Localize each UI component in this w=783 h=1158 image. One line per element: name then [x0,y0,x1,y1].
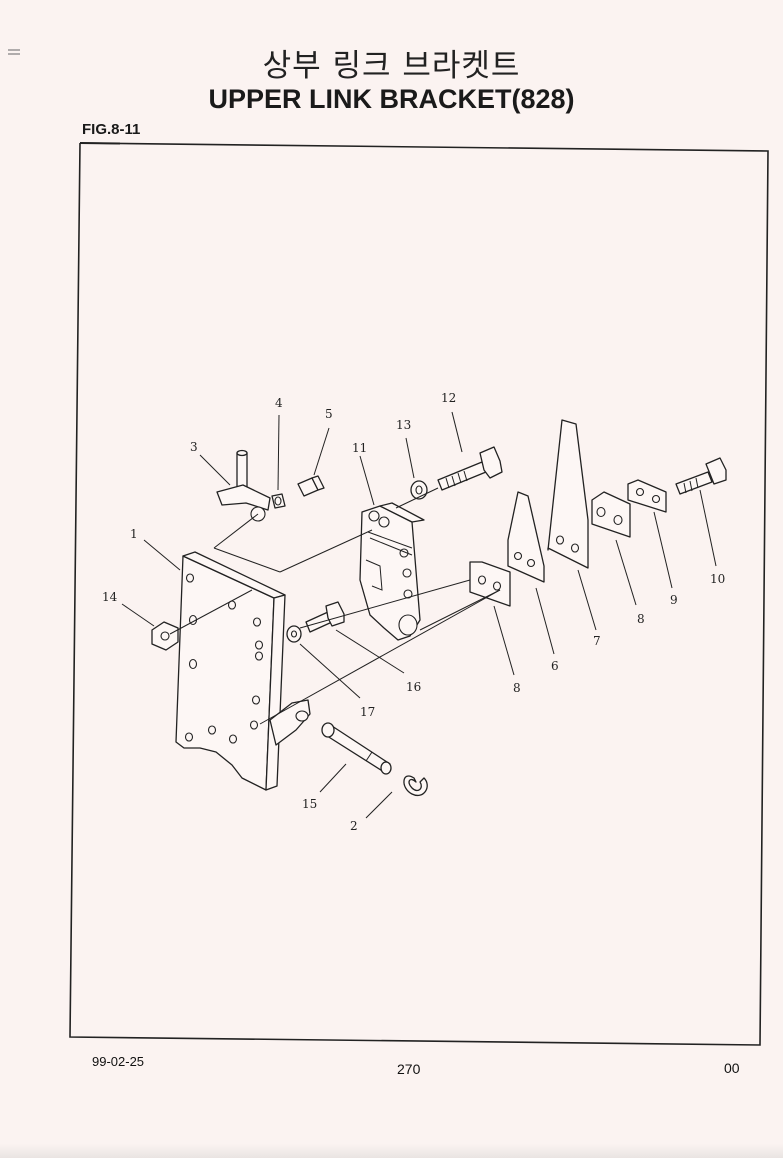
footer-revision: 00 [724,1060,740,1076]
callout-12: 12 [441,391,456,405]
part-3-lever [216,449,271,522]
part-5-small-bolt [297,475,325,497]
part-12-bolt [437,446,503,491]
part-11-link [359,502,425,641]
callout-15: 15 [302,797,317,811]
callout-8b: 8 [637,612,645,626]
title-english: UPPER LINK BRACKET(828) [208,84,575,114]
part-14-nut [151,621,179,651]
part-13-washer [410,480,428,500]
callout-7: 7 [593,634,601,648]
part-8-plate-a [469,561,511,607]
callout-8a: 8 [513,681,521,695]
part-17-washer [286,625,302,643]
callout-1: 1 [130,527,138,541]
callout-17: 17 [360,705,375,719]
callout-2: 2 [350,819,358,833]
callout-5: 5 [325,407,333,421]
footer-date: 99-02-25 [92,1054,145,1069]
callout-9: 9 [670,593,678,607]
callout-10: 10 [710,572,725,586]
part-9-thin-shim [627,479,667,513]
assembly-lines [169,487,501,725]
part-15-pin [321,722,392,775]
part-2-snap-ring [403,775,428,797]
callout-4: 4 [275,396,283,410]
part-4-bushing [271,493,286,509]
title-korean: 상부 링크 브라켓트 [262,48,521,84]
part-7-shim [547,419,589,569]
part-1-bracket-plate [175,551,311,791]
part-8-plate-b [591,491,631,538]
scan-edge [0,1144,783,1158]
footer-page-number: 270 [397,1061,421,1077]
callout-3: 3 [190,440,198,454]
callout-labels: 1 2 3 4 5 6 7 8 8 9 10 11 12 13 14 15 16… [102,391,725,833]
callout-11: 11 [352,441,367,455]
part-6-shim [507,491,545,583]
callout-13: 13 [396,418,411,432]
part-10-bolt [675,457,727,495]
callout-16: 16 [406,680,421,694]
figure-border [69,142,769,1046]
callout-6: 6 [551,659,559,673]
part-16-bolt [305,601,345,633]
leader-lines [121,411,717,819]
callout-14: 14 [102,590,118,604]
figure-label: FIG.8-11 [82,121,141,138]
